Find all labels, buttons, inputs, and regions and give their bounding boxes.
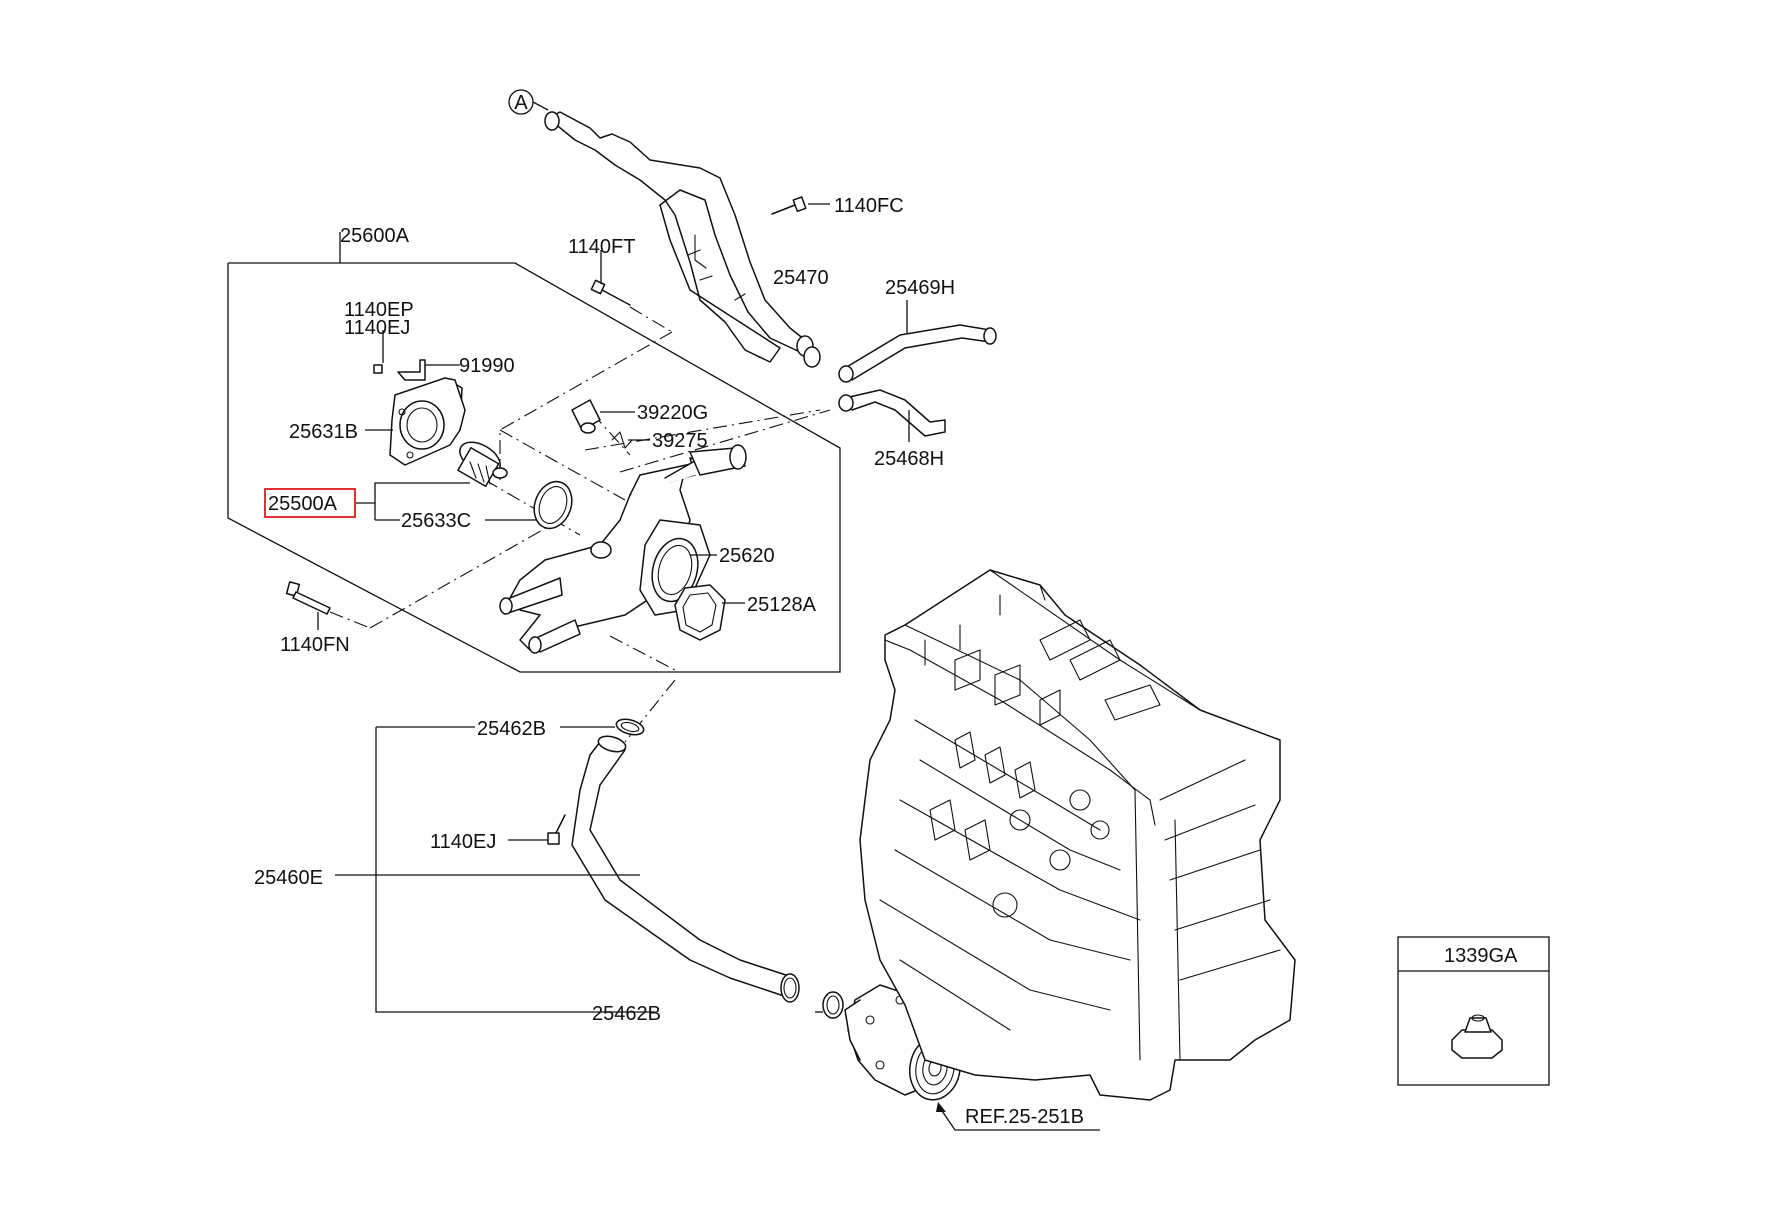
sensor-39220g <box>571 399 635 434</box>
label-25620: 25620 <box>719 545 775 567</box>
o-ring-25462b-bottom <box>822 991 844 1019</box>
bracket-91990 <box>373 330 460 381</box>
label-39275: 39275 <box>652 430 708 452</box>
label-25500a: 25500A <box>268 493 338 515</box>
label-25462b-bottom: 25462B <box>592 1003 661 1025</box>
hose-pipe-25470 <box>544 111 821 368</box>
label-1140ft: 1140FT <box>568 236 635 258</box>
pipe-25469h <box>838 300 997 383</box>
label-1140fn: 1140FN <box>280 634 350 656</box>
thermostat-cover-25631b <box>365 377 466 466</box>
label-25633c: 25633C <box>401 510 471 532</box>
label-25469h: 25469H <box>885 277 955 299</box>
bolt-1140ej-mid <box>508 814 566 845</box>
assembly-group-outline <box>227 232 841 673</box>
label-25468h: 25468H <box>874 448 944 470</box>
label-25470: 25470 <box>773 267 829 289</box>
callout-a: A <box>508 89 549 115</box>
pipe-25468h <box>838 389 946 442</box>
label-1140ej-top: 1140EJ <box>344 317 410 339</box>
label-25462b-top: 25462B <box>477 718 546 740</box>
callout-a-label: A <box>514 92 528 114</box>
label-25600a: 25600A <box>340 225 410 247</box>
label-1140fc: 1140FC <box>834 195 904 217</box>
highlight-box-25500a <box>264 488 356 518</box>
labels: 25600A 1140FT 1140FC 25470 25469H 25468H… <box>254 195 1518 1128</box>
leader-bracket-25462b <box>335 726 823 1013</box>
bolt-1140fc <box>771 196 830 215</box>
label-25631b: 25631B <box>289 421 358 443</box>
ref-arrow <box>936 1102 1100 1131</box>
label-91990: 91990 <box>459 355 515 377</box>
label-ref: REF.25-251B <box>965 1106 1084 1128</box>
bolt-1140ft <box>590 250 631 306</box>
label-25128a: 25128A <box>747 594 817 616</box>
part-box-1339ga <box>1397 936 1550 1086</box>
label-1140ej-mid: 1140EJ <box>430 831 496 853</box>
label-1339ga: 1339GA <box>1444 945 1518 967</box>
engine-block <box>859 569 1296 1101</box>
thermostat-25500a <box>355 441 508 520</box>
o-ring-25462b-top <box>615 718 645 736</box>
label-1140ep: 1140EP <box>344 299 414 321</box>
bolt-1140fn <box>285 581 331 630</box>
gasket-25633c <box>375 480 573 530</box>
gasket-25128a <box>674 584 745 641</box>
hose-25460e <box>571 735 800 1003</box>
label-25460e: 25460E <box>254 867 323 889</box>
clip-39275 <box>611 431 650 449</box>
label-39220g: 39220G <box>637 402 708 424</box>
